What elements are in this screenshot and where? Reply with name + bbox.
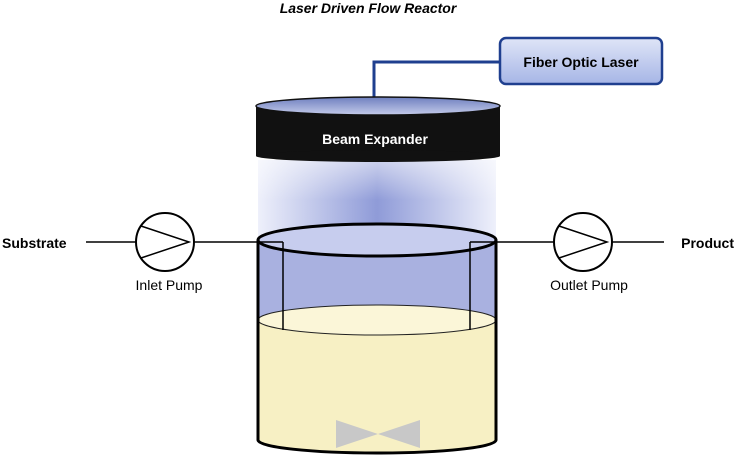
inlet-pump-icon xyxy=(135,212,195,272)
laser-label: Fiber Optic Laser xyxy=(523,54,639,70)
fiber-optic-cable xyxy=(372,60,500,106)
diagram-title: Laser Driven Flow Reactor xyxy=(279,0,457,16)
outlet-pump-icon xyxy=(553,212,613,272)
outlet-pump-label: Outlet Pump xyxy=(550,277,628,293)
beam-expander-label: Beam Expander xyxy=(322,131,428,147)
beam-expander: Beam Expander xyxy=(255,96,501,162)
reactor-vessel xyxy=(256,222,498,455)
outlet-line xyxy=(469,241,664,330)
stirrer-icon xyxy=(336,420,420,448)
inlet-line xyxy=(86,241,284,330)
fiber-optic-laser-box: Fiber Optic Laser xyxy=(498,36,664,86)
product-label: Product xyxy=(681,235,734,251)
substrate-label: Substrate xyxy=(2,235,67,251)
reaction-liquid xyxy=(258,320,496,453)
inlet-pump-label: Inlet Pump xyxy=(136,277,203,293)
